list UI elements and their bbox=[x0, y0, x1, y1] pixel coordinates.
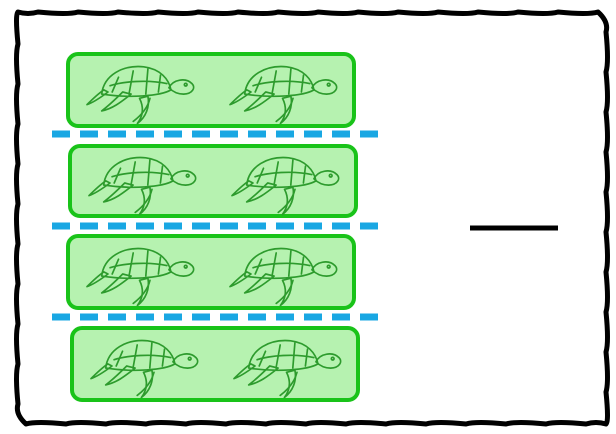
group-box bbox=[66, 234, 356, 310]
turtle-group-1 bbox=[66, 52, 356, 128]
turtle-group-2 bbox=[68, 144, 358, 218]
turtle-group-3 bbox=[66, 234, 356, 310]
group-box bbox=[70, 326, 360, 402]
group-box bbox=[66, 52, 356, 128]
worksheet-frame bbox=[14, 9, 610, 427]
turtle-group-4 bbox=[70, 326, 360, 402]
group-box bbox=[68, 144, 358, 218]
